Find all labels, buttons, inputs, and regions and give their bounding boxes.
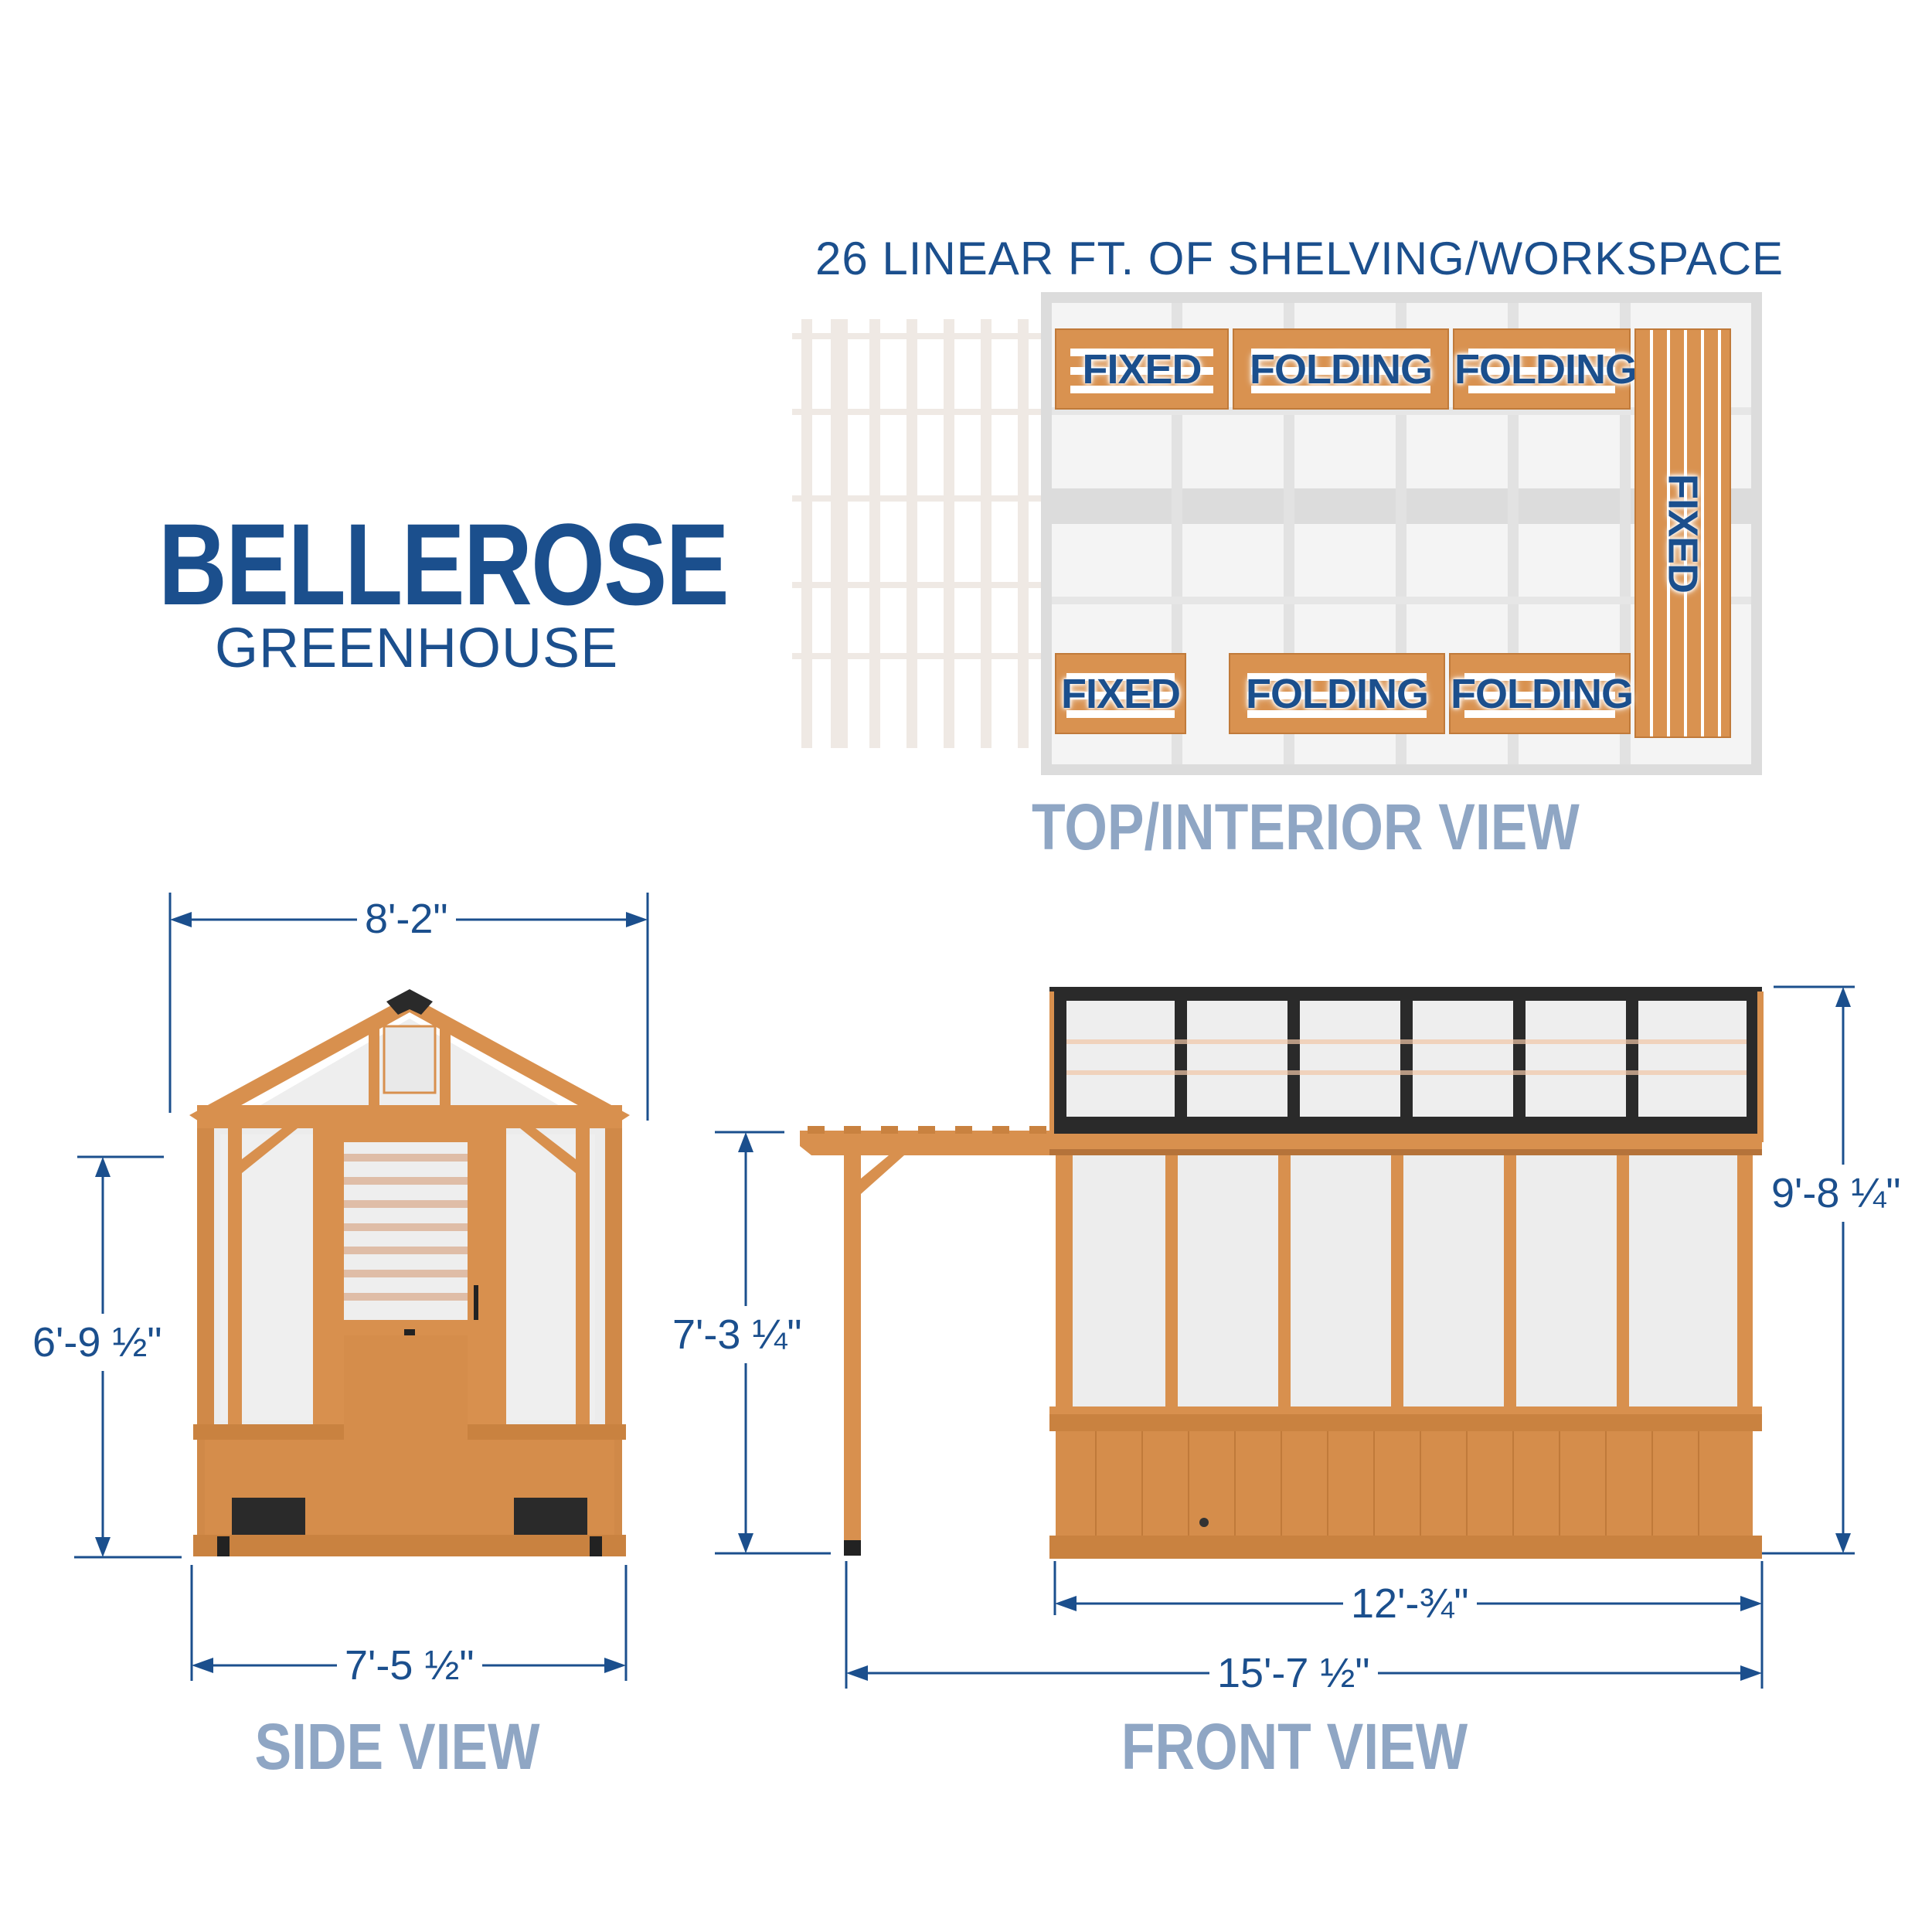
top-view-label: TOP/INTERIOR VIEW [1032,791,1580,863]
dim-pergola-height: 7'-3 ¼" [672,1306,802,1363]
shelf-folding-bottom-middle: FOLDING [1229,653,1445,734]
shelving-caption: 26 LINEAR FT. OF SHELVING/WORKSPACE [815,233,1784,284]
shelf-fixed-right-vertical: FIXED [1634,328,1731,738]
shelf-folding-top-middle: FOLDING [1233,328,1449,410]
pergola-front-view [796,1124,1059,1561]
side-view-label: SIDE VIEW [254,1710,540,1783]
product-title: BELLEROSE [158,499,730,629]
dim-side-wall-height: 6'-9 ½" [32,1314,162,1371]
front-view-label: FRONT VIEW [1121,1710,1468,1783]
side-view-greenhouse [189,980,630,1560]
front-view-greenhouse [1049,985,1764,1561]
product-subtitle: GREENHOUSE [215,617,619,679]
dim-building-length: 12'-¾" [1343,1583,1477,1624]
shelf-folding-bottom-right: FOLDING [1449,653,1634,734]
dim-overall-height: 9'-8 ¼" [1771,1165,1901,1222]
pergola-top-view [792,319,1043,748]
shelf-fixed-bottom-left: FIXED [1055,653,1186,734]
dim-side-base-width: 7'-5 ½" [337,1645,482,1686]
top-view-diagram: FIXED FOLDING FOLDING FIXED FIXED FOLDIN… [792,292,1762,775]
dim-overall-length: 15'-7 ½" [1209,1652,1378,1694]
shelf-fixed-top-left: FIXED [1055,328,1229,410]
shelf-folding-top-right: FOLDING [1453,328,1638,410]
dim-side-overall-width: 8'-2" [357,898,456,940]
